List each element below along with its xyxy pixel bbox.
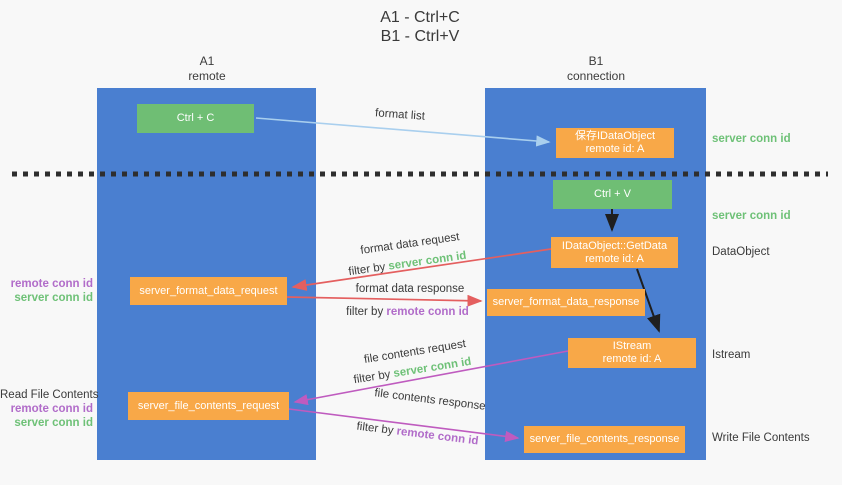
lane-a1-subtitle: remote — [188, 69, 226, 83]
node-istream-line2: remote id: A — [602, 353, 662, 365]
left-label-remote-conn-id-1: remote conn id — [10, 278, 93, 290]
node-server-file-contents-request: server_file_contents_request — [128, 392, 289, 420]
left-label-read-file-contents: Read File Contents — [0, 389, 99, 401]
node-save-idataobject: 保存IDataObject remote id: A — [556, 128, 674, 158]
label-format-data-response: format data response — [355, 283, 465, 295]
left-label-remote-conn-id-2: remote conn id — [10, 403, 93, 415]
lane-header-a1: A1 remote — [127, 54, 287, 84]
label-format-list: format list — [374, 107, 426, 123]
lane-header-b1: B1 connection — [516, 54, 676, 84]
node-server-file-contents-request-label: server_file_contents_request — [137, 399, 280, 412]
node-ctrl-c: Ctrl + C — [137, 104, 254, 133]
node-istream-line1: IStream — [612, 340, 652, 352]
node-getdata-line2: remote id: A — [585, 252, 644, 265]
title-line-ctrl-v: B1 - Ctrl+V — [380, 28, 460, 45]
node-ctrl-v-label: Ctrl + V — [594, 188, 631, 200]
node-server-format-data-request: server_format_data_request — [130, 277, 287, 305]
node-server-file-contents-response-label: server_file_contents_response — [529, 433, 680, 445]
lane-a1-name: A1 — [199, 54, 215, 68]
right-label-write-file-contents: Write File Contents — [712, 432, 810, 444]
node-istream: IStream remote id: A — [568, 338, 696, 368]
right-label-istream: Istream — [712, 349, 751, 361]
right-label-dataobject: DataObject — [712, 246, 770, 258]
node-ctrl-c-label: Ctrl + C — [176, 112, 215, 124]
label-filter-by-remote-conn-id-1: filter by remote conn id — [346, 306, 469, 318]
lane-b1-subtitle: connection — [566, 69, 626, 83]
node-ctrl-v: Ctrl + V — [553, 180, 672, 209]
node-server-file-contents-response: server_file_contents_response — [524, 426, 685, 453]
node-getdata-line1: IDataObject::GetData — [561, 239, 668, 252]
arrow-format-data-response — [286, 294, 483, 307]
right-label-server-conn-id-2: server conn id — [712, 210, 791, 222]
node-save-idataobject-line1: 保存IDataObject — [574, 130, 656, 142]
node-save-idataobject-line2: remote id: A — [585, 143, 645, 155]
left-label-group-format: remote conn id server conn id — [0, 277, 93, 305]
node-server-format-data-response: server_format_data_response — [487, 289, 645, 316]
node-idataobject-getdata: IDataObject::GetData remote id: A — [551, 237, 678, 268]
lane-b1-name: B1 — [588, 54, 604, 68]
left-label-group-file: Read File Contents remote conn id server… — [0, 388, 99, 430]
diagram-title: A1 - Ctrl+C B1 - Ctrl+V — [330, 8, 510, 46]
left-label-server-conn-id-2: server conn id — [14, 417, 93, 429]
node-server-format-data-request-label: server_format_data_request — [139, 284, 278, 297]
left-label-server-conn-id-1: server conn id — [14, 292, 93, 304]
right-label-server-conn-id-1: server conn id — [712, 133, 791, 145]
label-filter-by-remote-conn-id-2: filter by remote conn id — [355, 420, 480, 448]
node-server-format-data-response-label: server_format_data_response — [492, 296, 640, 308]
title-line-ctrl-c: A1 - Ctrl+C — [380, 9, 460, 26]
